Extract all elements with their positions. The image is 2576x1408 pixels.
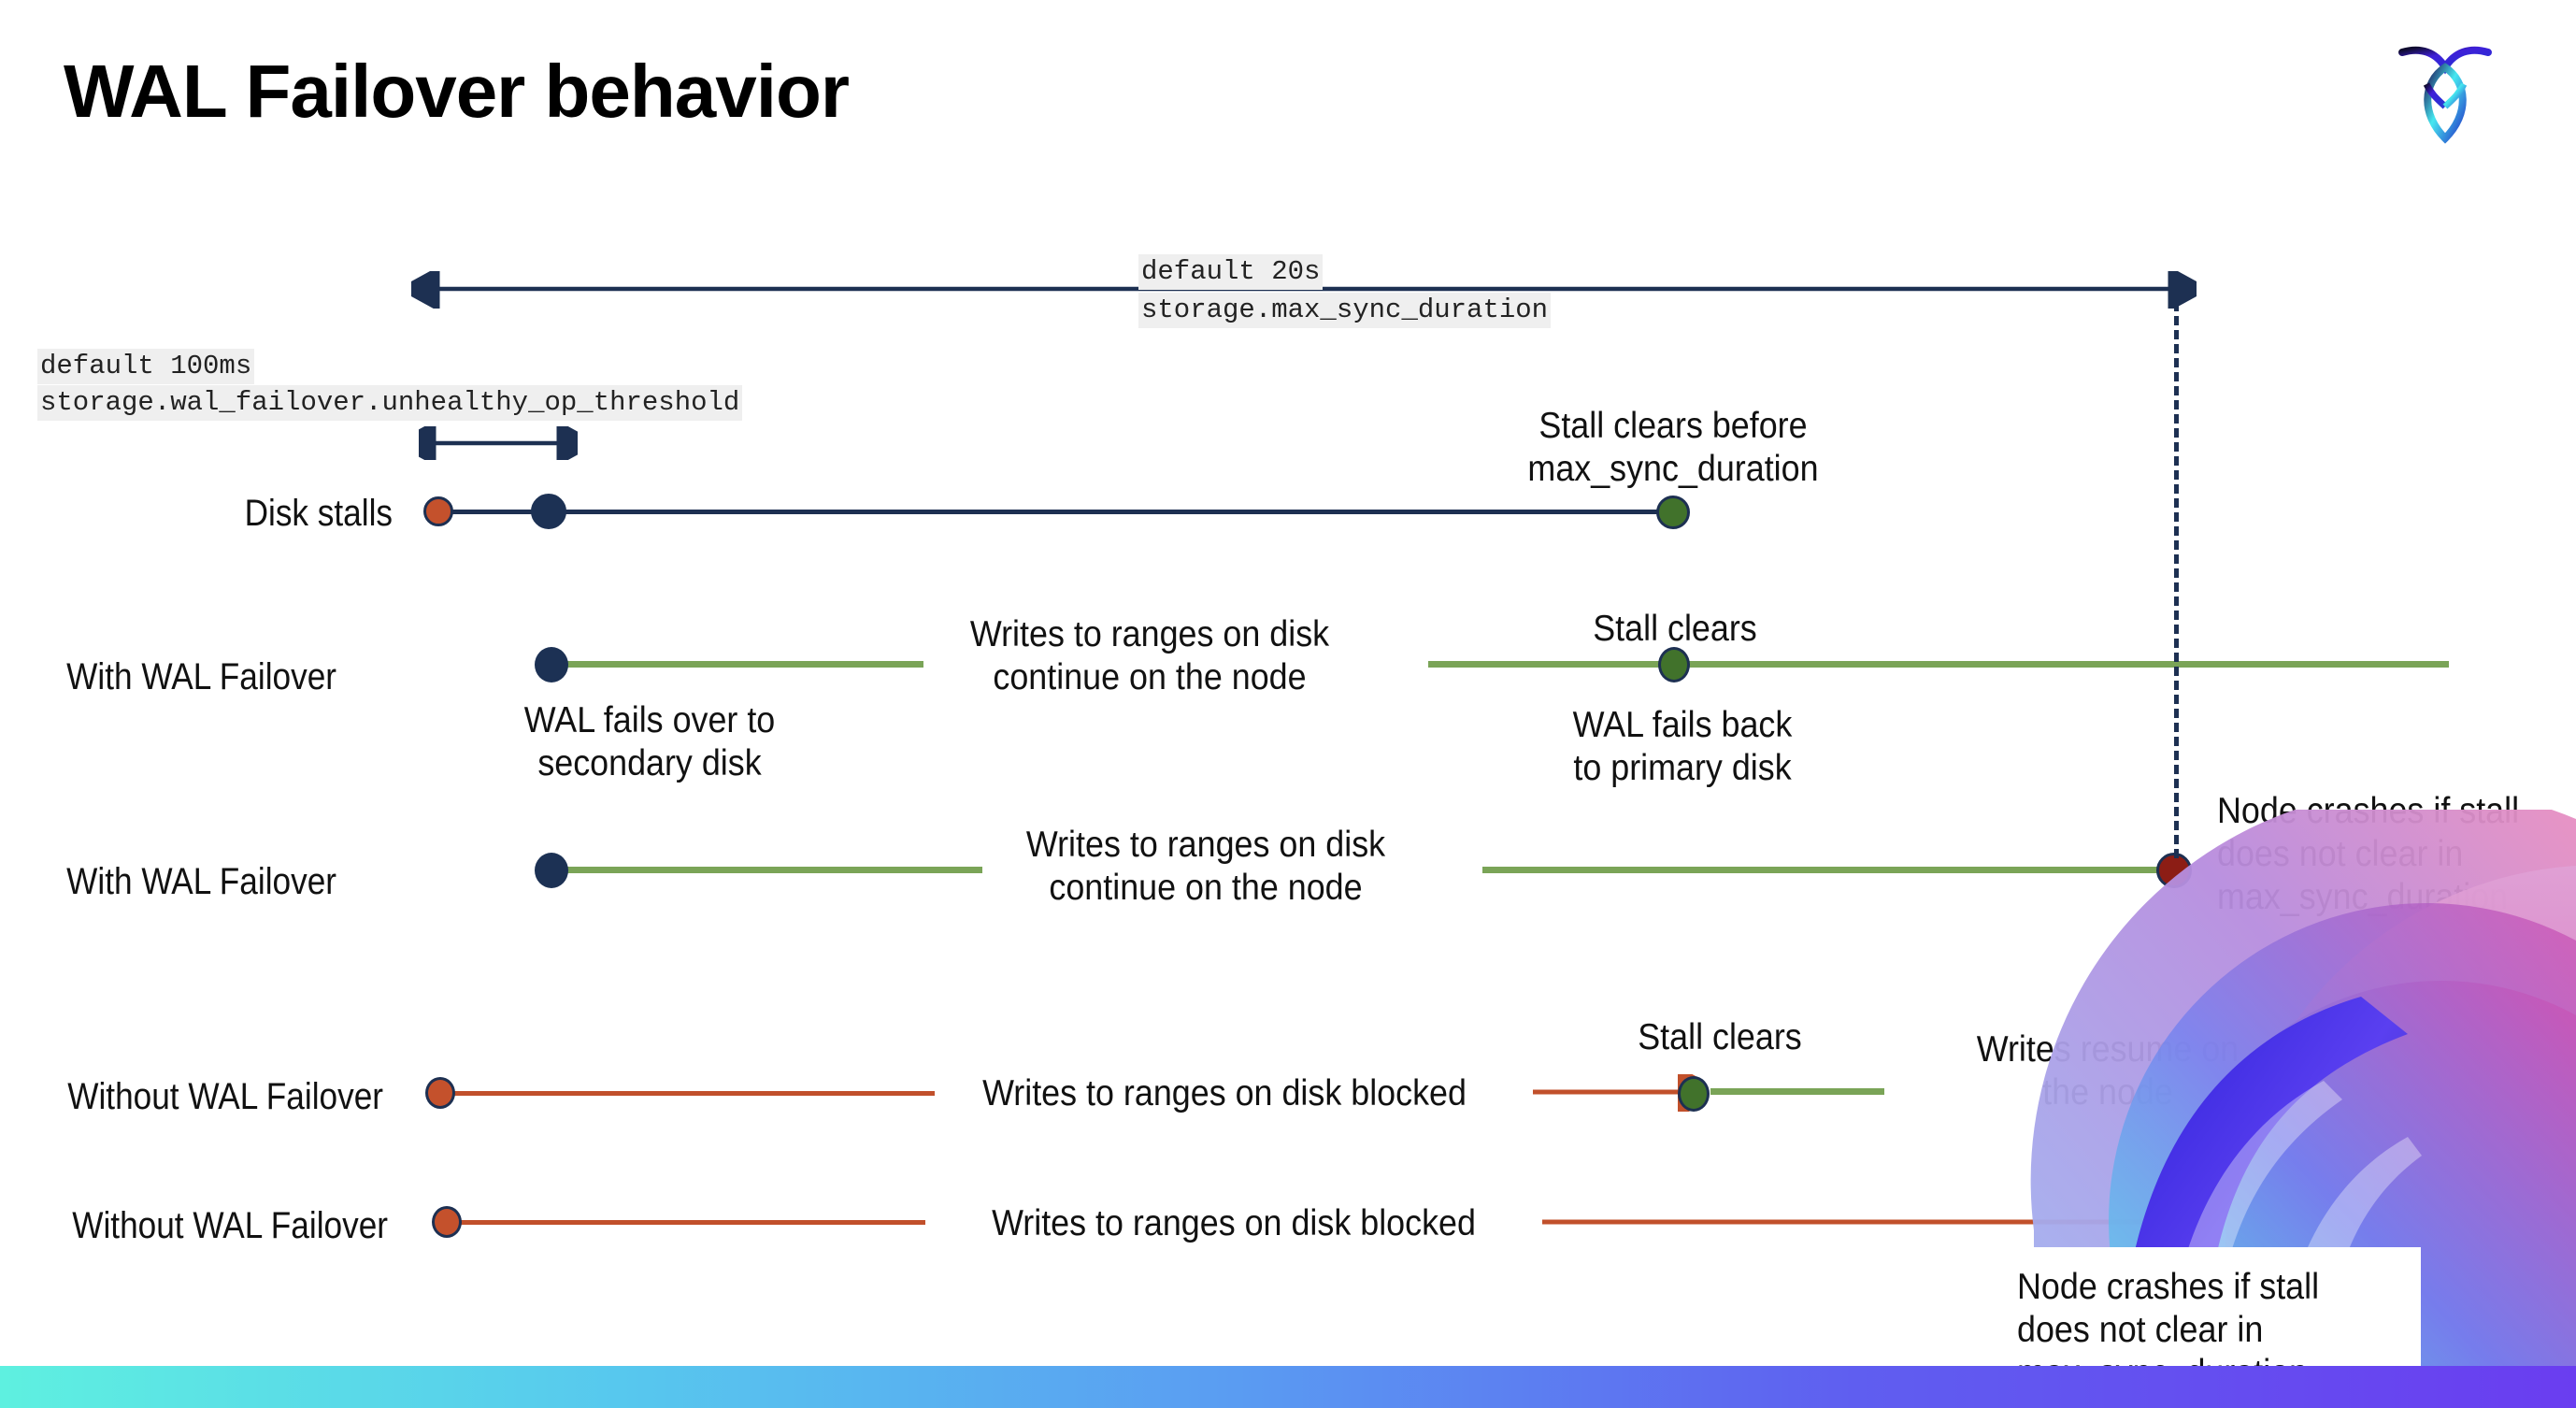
note-wal-fails-back: WAL fails back to primary disk bbox=[1572, 705, 1793, 789]
failover-trigger-marker-row3 bbox=[535, 853, 568, 888]
unhealthy-op-threshold-setting: storage.wal_failover.unhealthy_op_thresh… bbox=[37, 385, 743, 422]
stall-clear-marker-row2 bbox=[1658, 647, 1690, 682]
stall-start-marker-row4 bbox=[425, 1077, 455, 1109]
row-label-with-wal-failover-2: With WAL Failover bbox=[66, 861, 336, 902]
note-stall-clears-row4: Stall clears bbox=[1638, 1017, 1802, 1057]
unhealthy-op-threshold-default: default 100ms bbox=[37, 349, 255, 385]
row-label-without-wal-failover-2: Without WAL Failover bbox=[72, 1205, 388, 1246]
writes-blocked-arrow-row4 bbox=[1533, 1074, 1701, 1112]
cockroachdb-logo-icon bbox=[2389, 28, 2501, 150]
disk-stall-line bbox=[439, 510, 1675, 514]
note-stall-clears-before-max-sync: Stall clears before max_sync_duration bbox=[1527, 406, 1819, 490]
bottom-gradient-bar bbox=[0, 1366, 2576, 1408]
max-sync-duration-default: default 20s bbox=[1138, 254, 1324, 291]
failover-trigger-marker-row2 bbox=[535, 647, 568, 682]
row-label-with-wal-failover-1: With WAL Failover bbox=[66, 656, 336, 697]
wal-failover-line-right-row2 bbox=[1428, 661, 2449, 668]
note-writes-continue-row3: Writes to ranges on disk continue on the… bbox=[1025, 825, 1386, 909]
row-label-disk-stalls: Disk stalls bbox=[244, 493, 393, 534]
note-stall-clears-row2: Stall clears bbox=[1593, 609, 1757, 649]
failover-trigger-marker-row1 bbox=[531, 494, 566, 529]
stall-clear-marker-row4 bbox=[1678, 1076, 1710, 1112]
wal-failover-line-left-row3 bbox=[550, 867, 982, 873]
stall-start-marker bbox=[423, 496, 453, 526]
row-label-without-wal-failover-1: Without WAL Failover bbox=[67, 1076, 384, 1117]
max-sync-duration-boundary-line bbox=[2174, 288, 2179, 858]
unhealthy-op-threshold-span-arrow bbox=[419, 426, 578, 460]
max-sync-duration-setting: storage.max_sync_duration bbox=[1138, 293, 1552, 329]
page-title: WAL Failover behavior bbox=[64, 50, 850, 133]
note-wal-fails-over: WAL fails over to secondary disk bbox=[523, 700, 776, 784]
wal-failover-line-left-row2 bbox=[550, 661, 923, 668]
writes-blocked-line-left-row5 bbox=[449, 1220, 925, 1225]
writes-blocked-line-left-row4 bbox=[439, 1091, 935, 1096]
stall-clear-marker-row1 bbox=[1656, 496, 1690, 529]
wal-failover-line-right-row3 bbox=[1482, 867, 2176, 873]
note-writes-blocked-row4: Writes to ranges on disk blocked bbox=[982, 1073, 1467, 1113]
writes-resume-line-row4 bbox=[1710, 1088, 1884, 1095]
note-writes-continue-row2: Writes to ranges on disk continue on the… bbox=[969, 614, 1330, 698]
note-writes-blocked-row5: Writes to ranges on disk blocked bbox=[992, 1203, 1476, 1243]
stall-start-marker-row5 bbox=[432, 1206, 462, 1238]
